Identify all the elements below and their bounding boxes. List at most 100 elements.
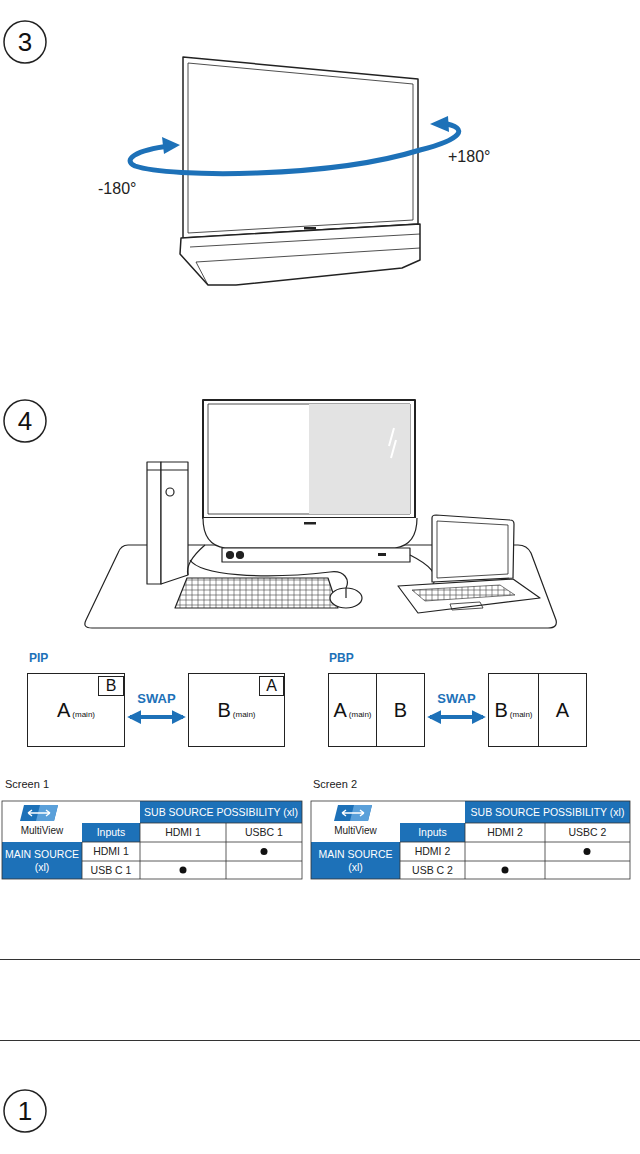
mode-title: PIP bbox=[29, 652, 48, 666]
monitor-swivel bbox=[180, 224, 420, 285]
desk-setup bbox=[309, 404, 410, 514]
logo-text-box: MultiView bbox=[2, 822, 82, 840]
source-table bbox=[311, 842, 400, 879]
view-letter: 4 bbox=[18, 408, 32, 434]
desk-setup bbox=[222, 548, 410, 562]
angle-label: +180° bbox=[448, 148, 490, 166]
header-cell-box: SUB SOURCE POSSIBILITY (xl) bbox=[140, 801, 302, 823]
text-group: 4 bbox=[18, 408, 32, 434]
header-cell: SUB SOURCE POSSIBILITY (xl) bbox=[144, 806, 298, 818]
mode-title-box: PIP bbox=[27, 651, 67, 667]
monitor-swivel bbox=[304, 227, 316, 230]
source-table bbox=[502, 867, 509, 874]
desk-setup bbox=[410, 555, 435, 586]
rotation-arrow bbox=[130, 123, 459, 174]
rotation-arrow bbox=[130, 116, 459, 174]
main-tag: (main) bbox=[233, 711, 256, 719]
header-cell: Inputs bbox=[97, 826, 126, 838]
header-cell-box: Inputs bbox=[400, 823, 465, 842]
main-tag: (main) bbox=[510, 711, 533, 719]
source-table bbox=[180, 867, 187, 874]
text-group: B(main) bbox=[494, 700, 532, 720]
text-group: A bbox=[556, 700, 569, 720]
step-number: 4 bbox=[3, 399, 47, 443]
table-cell: HDMI 2 bbox=[487, 826, 523, 838]
desk-setup bbox=[345, 588, 346, 598]
table-caption-box: Screen 1 bbox=[3, 775, 93, 793]
inset-view: A bbox=[259, 676, 284, 696]
table-cell: HDMI 1 bbox=[93, 845, 129, 857]
source-table bbox=[140, 801, 302, 823]
divider-rule bbox=[0, 960, 640, 1041]
source-table bbox=[400, 823, 465, 842]
logo-text: MultiView bbox=[21, 825, 64, 837]
desk-setup bbox=[398, 579, 540, 613]
monitor-swivel bbox=[188, 63, 413, 233]
table-cell-box: HDMI 1 bbox=[140, 823, 226, 842]
header-cell: MAIN SOURCE (xl) bbox=[4, 848, 80, 872]
table-cell: HDMI 2 bbox=[415, 845, 451, 857]
table-cell-box: HDMI 2 bbox=[400, 842, 465, 861]
source-table bbox=[311, 801, 630, 879]
view-letter: B bbox=[494, 700, 507, 720]
text-group: B bbox=[106, 678, 117, 694]
source-table bbox=[465, 801, 630, 823]
table-caption: Screen 1 bbox=[5, 778, 49, 791]
view-letter: B bbox=[217, 700, 230, 720]
step-circle bbox=[4, 1090, 46, 1132]
view-letter: A bbox=[266, 678, 277, 694]
view-letter: B bbox=[394, 700, 407, 720]
table-cell: USB C 2 bbox=[412, 864, 453, 876]
desk-setup bbox=[412, 585, 515, 601]
node-content: A(main) bbox=[329, 674, 376, 746]
split-view: A(main) bbox=[328, 673, 377, 747]
table-cell: USBC 2 bbox=[569, 826, 607, 838]
desk-setup bbox=[432, 515, 514, 582]
source-table bbox=[20, 805, 58, 821]
source-table bbox=[82, 823, 140, 842]
source-table bbox=[584, 848, 591, 855]
desk-setup bbox=[166, 488, 174, 496]
table-cell-box: HDMI 1 bbox=[82, 842, 140, 861]
source-table bbox=[261, 848, 268, 855]
step-circle bbox=[4, 400, 46, 442]
desk-setup bbox=[450, 602, 483, 610]
desk-setup bbox=[330, 588, 362, 608]
header-cell-box: MAIN SOURCE (xl) bbox=[311, 842, 400, 879]
text-group: A(main) bbox=[333, 700, 371, 720]
desk-setup bbox=[147, 462, 161, 584]
table-cell: HDMI 1 bbox=[165, 826, 201, 838]
edge-label-box: SWAP bbox=[135, 689, 177, 707]
node-content: 3 bbox=[3, 20, 47, 64]
table-cell-box: USB C 2 bbox=[400, 861, 465, 879]
view-letter: 3 bbox=[18, 29, 32, 55]
step-circle bbox=[4, 21, 46, 63]
view-letter: B bbox=[106, 678, 117, 694]
node-content: B bbox=[99, 677, 123, 695]
header-cell: SUB SOURCE POSSIBILITY (xl) bbox=[471, 806, 625, 818]
monitor-swivel bbox=[183, 57, 418, 238]
text-group: A bbox=[266, 678, 277, 694]
desk-setup bbox=[147, 469, 188, 470]
table-cell-box: USBC 2 bbox=[545, 823, 630, 842]
logo-text: MultiView bbox=[334, 825, 377, 837]
step-number: 1 bbox=[3, 1089, 47, 1133]
text-group: B bbox=[394, 700, 407, 720]
header-cell-box: Inputs bbox=[82, 823, 140, 842]
desk-setup bbox=[437, 521, 508, 578]
node-content: B bbox=[377, 674, 424, 746]
view-letter: A bbox=[556, 700, 569, 720]
main-tag: (main) bbox=[349, 711, 372, 719]
table-cell-box: HDMI 2 bbox=[465, 823, 545, 842]
text-group: B(main) bbox=[217, 700, 255, 720]
rotation-arrow bbox=[430, 116, 449, 132]
desk-setup bbox=[208, 404, 410, 514]
main-tag: (main) bbox=[72, 711, 95, 719]
step-number: 3 bbox=[3, 20, 47, 64]
inset-view: B bbox=[98, 676, 124, 696]
divider-rule bbox=[0, 960, 640, 1041]
table-caption-box: Screen 2 bbox=[311, 775, 401, 793]
header-cell-box: SUB SOURCE POSSIBILITY (xl) bbox=[465, 801, 630, 823]
